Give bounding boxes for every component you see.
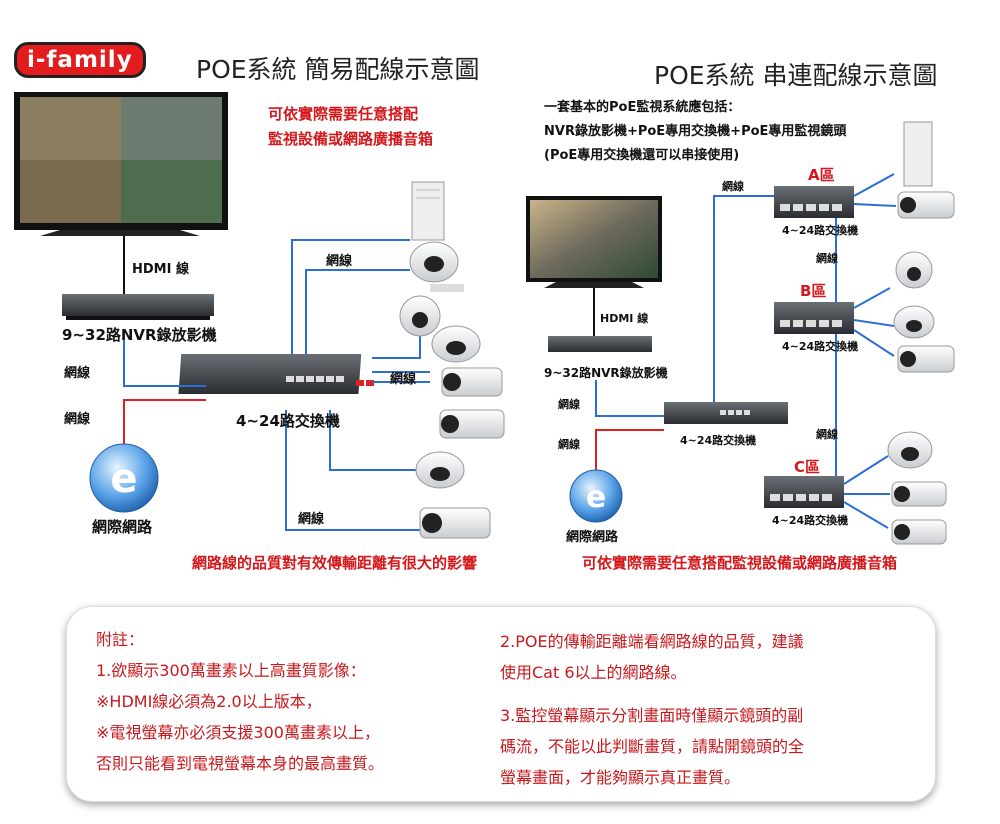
right-cable-label-4: 網線 [558,398,580,411]
bullet-camera-zone-a [897,191,955,219]
brand-logo: i-family [14,42,146,78]
speaker-left [411,181,445,241]
left-cable-label-3: 網線 [326,254,353,269]
right-intro-line-2: NVR錄放影機+PoE專用交換機+PoE專用監視鏡頭 [544,124,847,139]
left-cable-label-1: 網線 [64,366,91,381]
poe-switch-zone-c [764,476,844,508]
right-internet-label: 網際網路 [566,530,619,545]
dome-camera-left-2 [431,325,481,363]
zone-b-label: B區 [800,282,827,300]
dome-camera-zone-c [887,431,933,469]
tv-monitor-left [14,92,228,236]
bullet-camera-left-2 [439,409,505,439]
bullet-camera-left-3 [419,507,491,539]
right-nvr-label: 9~32路NVR錄放影機 [544,366,668,380]
dome-camera-left-1 [409,241,459,283]
left-nvr-label: 9~32路NVR錄放影機 [62,326,217,344]
right-main-switch-label: 4~24路交換機 [680,434,757,447]
footnote-heading: 附註： [96,630,145,649]
right-intro-line-3: (PoE專用交換機還可以串接使用) [544,148,740,163]
footnote-3-line-1: 3.監控螢幕顯示分割畫面時僅顯示鏡頭的副 [500,706,804,725]
footnote-3-line-3: 螢幕畫面，才能夠顯示真正畫質。 [500,768,741,787]
svg-text:e: e [110,456,137,502]
footnote-left: 附註： 1.欲顯示300萬畫素以上高畫質影像： ※HDMI線必須為2.0以上版本… [96,624,384,779]
internet-globe-left: e [89,443,159,513]
right-caption: 可依實際需要任意搭配監視設備或網路廣播音箱 [582,554,898,572]
footnote-3-line-2: 碼流，不能以此判斷畫質，請點開鏡頭的全 [500,737,805,756]
left-switch-label: 4~24路交換機 [236,412,340,430]
right-cable-label-3: 網線 [816,428,838,441]
poe-switch-left [178,354,374,394]
footnote-2-line-2: 使用Cat 6以上的網路線。 [500,663,687,682]
zone-c-label: C區 [794,458,821,476]
svg-text:e: e [586,480,606,515]
ptz-camera-left [399,284,464,337]
poe-switch-zone-b [774,302,854,334]
zone-a-switch-label: 4~24路交換機 [782,224,859,237]
right-cable-label-5: 網線 [558,438,580,451]
dome-camera-left-3 [415,451,465,489]
footnote-box [66,606,936,802]
footnote-1-line-4: 否則只能看到電視螢幕本身的最高畫質。 [96,754,385,773]
poe-switch-zone-a [774,186,854,218]
speaker-right [903,121,933,187]
right-cable-label-2: 網線 [816,252,838,265]
nvr-recorder-left [62,294,214,320]
right-title: POE系統 串連配線示意圖 [654,61,938,90]
bullet-camera-zone-b [897,345,955,373]
footnote-right-3: 3.監控螢幕顯示分割畫面時僅顯示鏡頭的副 碼流，不能以此判斷畫質，請點開鏡頭的全… [500,700,804,793]
tv-monitor-right [526,196,662,288]
right-cable-label-1: 網線 [722,180,744,193]
poe-switch-right-main [664,402,788,424]
bullet-camera-left-1 [441,367,503,397]
dome-camera-zone-b [893,305,935,339]
footnote-1-line-3: ※電視螢幕亦必須支援300萬畫素以上， [96,723,380,742]
left-cable-label-2: 網線 [64,412,91,427]
left-cable-label-4: 網線 [390,372,417,387]
bullet-camera-zone-c-1 [891,481,947,507]
bullet-camera-zone-c-2 [891,519,947,545]
left-hdmi-label: HDMI 線 [132,262,189,277]
left-cable-label-5: 網線 [298,512,325,527]
right-intro-line-1: 一套基本的PoE監視系統應包括： [544,100,741,115]
zone-c-switch-label: 4~24路交換機 [772,514,849,527]
right-hdmi-label: HDMI 線 [600,312,649,325]
nvr-recorder-right [548,336,652,352]
left-note-line-2: 監視設備或網路廣播音箱 [268,130,434,148]
internet-globe-right: e [569,469,623,523]
left-note-line-1: 可依實際需要任意搭配 [268,105,419,123]
zone-b-switch-label: 4~24路交換機 [782,340,859,353]
left-title: POE系統 簡易配線示意圖 [196,55,480,84]
left-internet-label: 網際網路 [92,518,153,536]
footnote-2-line-1: 2.POE的傳輸距離端看網路線的品質，建議 [500,632,804,651]
left-caption: 網路線的品質對有效傳輸距離有很大的影響 [192,554,478,572]
zone-a-label: A區 [808,166,835,184]
footnote-1-line-2: ※HDMI線必須為2.0以上版本， [96,692,322,711]
footnote-right-2: 2.POE的傳輸距離端看網路線的品質，建議 使用Cat 6以上的網路線。 [500,626,804,688]
ptz-camera-zone-b [895,251,933,289]
footnote-1-line-1: 1.欲顯示300萬畫素以上高畫質影像： [96,661,366,680]
